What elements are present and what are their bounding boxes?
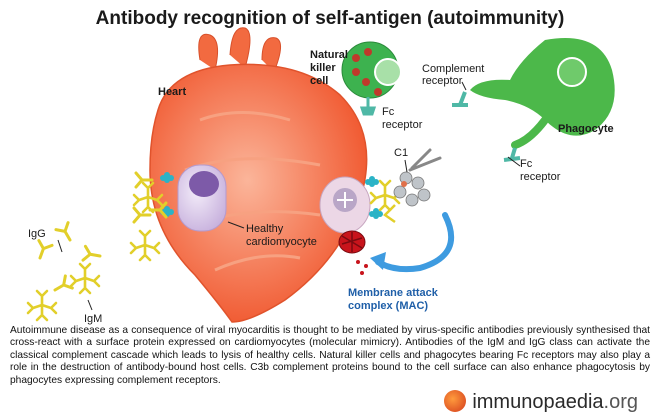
label-natural-killer-line3: cell bbox=[310, 75, 328, 87]
logo-mark-icon bbox=[444, 390, 467, 412]
lysis-arrow bbox=[370, 212, 455, 273]
label-complement-receptor-line2: receptor bbox=[422, 75, 463, 87]
c1-complex bbox=[383, 148, 442, 224]
membrane-attack-complex bbox=[338, 230, 368, 275]
label-mac-line1: Membrane attack bbox=[348, 287, 439, 299]
pointer-lines bbox=[57, 81, 521, 311]
label-natural-killer-line1: Natural bbox=[310, 49, 348, 61]
label-complement-receptor-line1: Complement bbox=[422, 63, 484, 75]
logo-suffix: .org bbox=[603, 391, 638, 413]
phagocyte bbox=[452, 38, 615, 162]
label-fc-receptor-phagocyte-line2: receptor bbox=[520, 171, 561, 183]
label-igg: IgG bbox=[28, 228, 46, 240]
caption-text: Autoimmune disease as a consequence of v… bbox=[10, 325, 650, 386]
immunopaedia-logo: immunopaedia.org bbox=[444, 390, 638, 414]
free-antibodies bbox=[26, 201, 168, 322]
label-c1: C1 bbox=[394, 147, 408, 159]
label-healthy-cardiomyocyte-line2: cardiomyocyte bbox=[246, 236, 317, 248]
diagram-canvas: Heart Natural killer cell Fc receptor Co… bbox=[26, 27, 615, 325]
label-mac-line2: complex (MAC) bbox=[348, 300, 428, 312]
label-natural-killer-line2: killer bbox=[310, 62, 336, 74]
label-fc-receptor-phagocyte-line1: Fc bbox=[520, 158, 533, 170]
diagram-title: Antibody recognition of self-antigen (au… bbox=[95, 8, 565, 29]
target-cardiomyocyte bbox=[319, 176, 401, 234]
healthy-cardiomyocyte bbox=[132, 164, 227, 232]
label-phagocyte: Phagocyte bbox=[558, 123, 614, 135]
label-heart: Heart bbox=[158, 86, 186, 98]
label-igm: IgM bbox=[84, 313, 102, 325]
label-fc-receptor-nk-line1: Fc bbox=[382, 106, 395, 118]
natural-killer-cell bbox=[341, 41, 402, 116]
logo-brand: immunopaedia bbox=[472, 391, 604, 413]
label-fc-receptor-nk-line2: receptor bbox=[382, 119, 423, 131]
label-healthy-cardiomyocyte-line1: Healthy bbox=[246, 223, 284, 235]
